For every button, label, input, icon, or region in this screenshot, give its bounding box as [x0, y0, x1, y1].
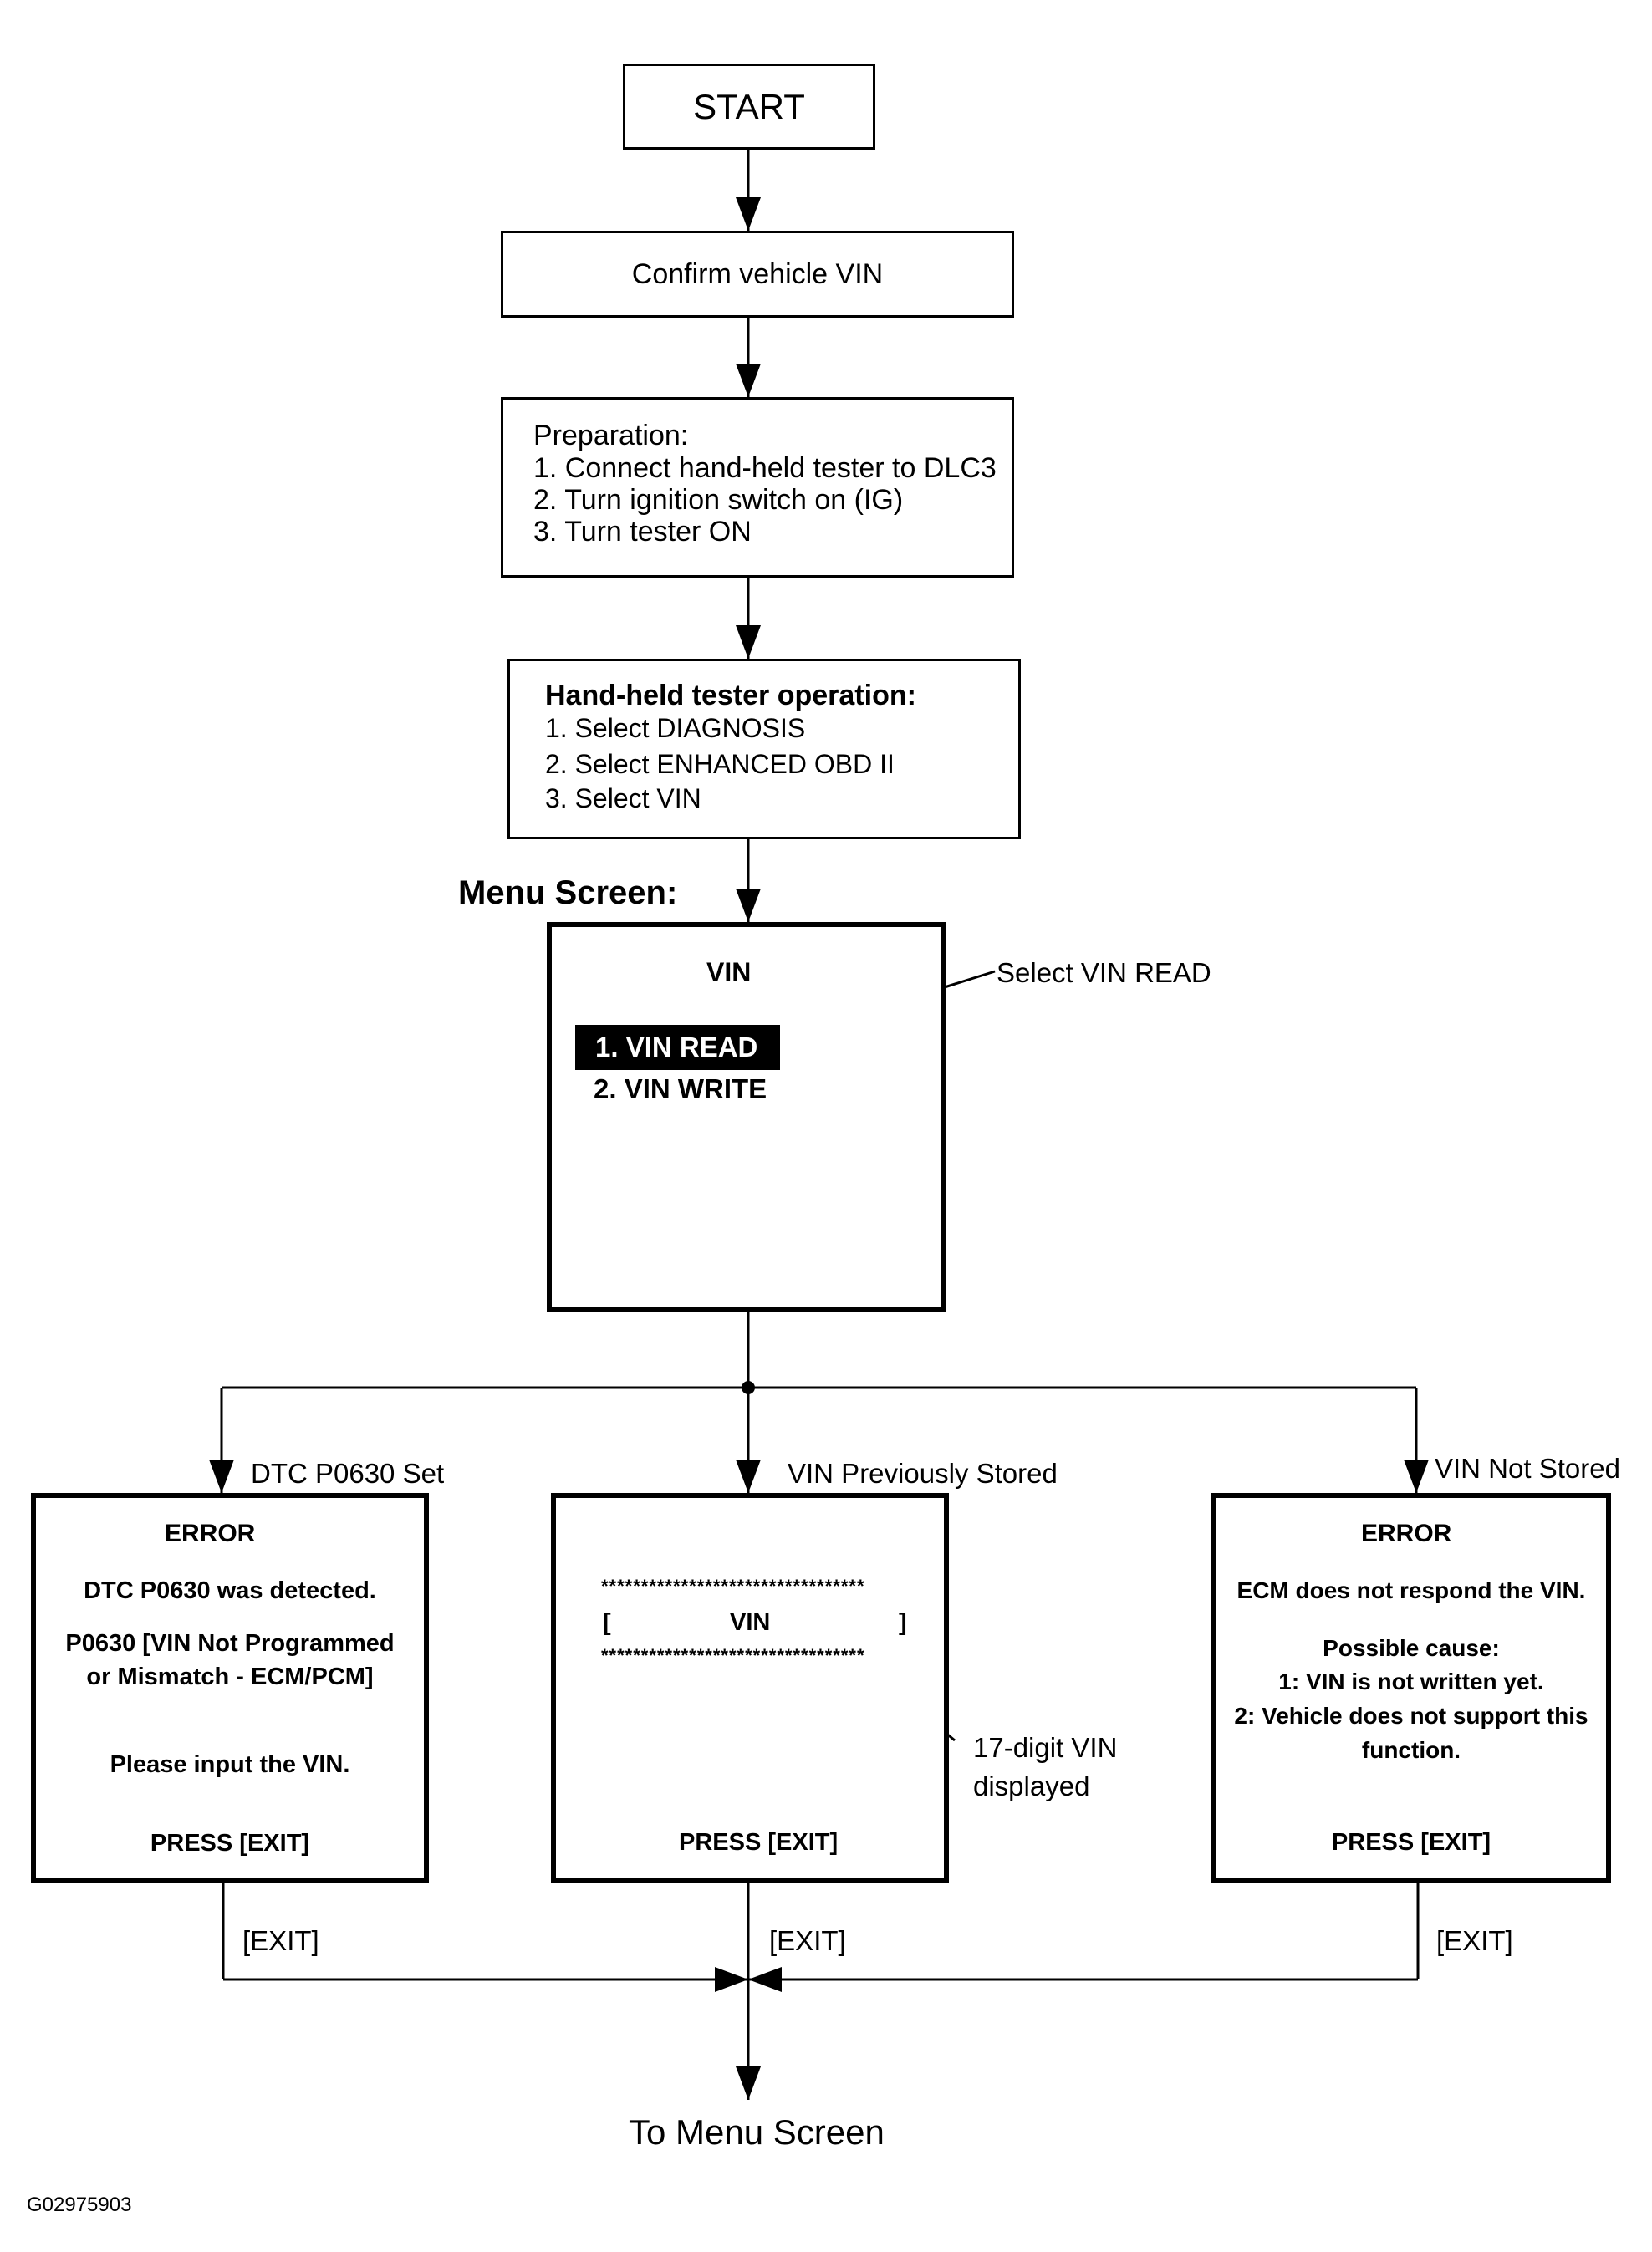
menu-item-vin-write[interactable]: 2. VIN WRITE	[594, 1073, 767, 1104]
branch-label-previously-stored: VIN Previously Stored	[788, 1458, 1058, 1489]
possible-cause-title: Possible cause:	[1323, 1635, 1500, 1661]
exit-label-left: [EXIT]	[242, 1925, 319, 1956]
preparation-step-1: 1. Connect hand-held tester to DLC3	[533, 452, 997, 484]
preparation-title: Preparation:	[533, 420, 689, 451]
press-exit-text: PRESS [EXIT]	[150, 1830, 310, 1857]
branch-label-dtc: DTC P0630 Set	[251, 1458, 445, 1489]
to-menu-screen-label: To Menu Screen	[629, 2112, 885, 2152]
error-screen-dtc: ERROR DTC P0630 was detected. P0630 [VIN…	[31, 1493, 429, 1883]
dtc-detected-text: DTC P0630 was detected.	[84, 1577, 376, 1604]
input-vin-text: Please input the VIN.	[110, 1751, 350, 1778]
menu-title: VIN	[706, 957, 752, 987]
vin-placeholder: VIN	[730, 1609, 771, 1636]
callout-17-digit-2: displayed	[973, 1771, 1090, 1801]
tester-operation-box: Hand-held tester operation: 1. Select DI…	[507, 659, 1021, 839]
tester-operation-title: Hand-held tester operation:	[545, 680, 916, 711]
tester-step-2: 2. Select ENHANCED OBD II	[545, 749, 895, 779]
tester-step-3: 3. Select VIN	[545, 783, 701, 813]
stars-bottom: *********************************	[601, 1645, 865, 1666]
possible-cause-1: 1: VIN is not written yet.	[1278, 1669, 1544, 1694]
error-title: ERROR	[165, 1520, 256, 1547]
exit-label-right: [EXIT]	[1436, 1925, 1513, 1956]
start-label: START	[693, 86, 805, 126]
menu-item-vin-read[interactable]: 1. VIN READ	[575, 1025, 780, 1070]
exit-label-middle: [EXIT]	[769, 1925, 846, 1956]
preparation-step-3: 3. Turn tester ON	[533, 516, 752, 548]
confirm-vin-label: Confirm vehicle VIN	[631, 257, 884, 290]
preparation-step-2: 2. Turn ignition switch on (IG)	[533, 484, 904, 516]
ecm-no-response-text: ECM does not respond the VIN.	[1236, 1577, 1586, 1603]
menu-screen-heading: Menu Screen:	[458, 874, 678, 911]
stars-top: *********************************	[601, 1576, 865, 1597]
press-exit-text: PRESS [EXIT]	[1331, 1829, 1491, 1856]
possible-cause-2-cont: function.	[1361, 1737, 1461, 1763]
branch-label-not-stored: VIN Not Stored	[1435, 1453, 1620, 1484]
bracket-left: [	[603, 1609, 611, 1636]
menu-screen-box: VIN 1. VIN READ 2. VIN WRITE	[547, 922, 946, 1312]
tester-step-1: 1. Select DIAGNOSIS	[545, 713, 806, 743]
vin-display-screen: ********************************* [ VIN …	[551, 1493, 949, 1883]
confirm-vin-box: Confirm vehicle VIN	[501, 231, 1014, 318]
p0630-text-1: P0630 [VIN Not Programmed	[65, 1630, 395, 1657]
bracket-right: ]	[899, 1609, 907, 1636]
error-title: ERROR	[1361, 1520, 1452, 1547]
callout-select-vin-read: Select VIN READ	[997, 957, 1211, 988]
p0630-text-2: or Mismatch - ECM/PCM]	[86, 1664, 374, 1690]
possible-cause-2: 2: Vehicle does not support this	[1234, 1703, 1588, 1729]
error-screen-not-stored: ERROR ECM does not respond the VIN. Poss…	[1211, 1493, 1611, 1883]
start-box: START	[623, 64, 875, 150]
press-exit-text: PRESS [EXIT]	[679, 1829, 839, 1856]
figure-id: G02975903	[27, 2193, 132, 2216]
preparation-box: Preparation: 1. Connect hand-held tester…	[501, 397, 1014, 578]
callout-17-digit-1: 17-digit VIN	[973, 1732, 1118, 1763]
